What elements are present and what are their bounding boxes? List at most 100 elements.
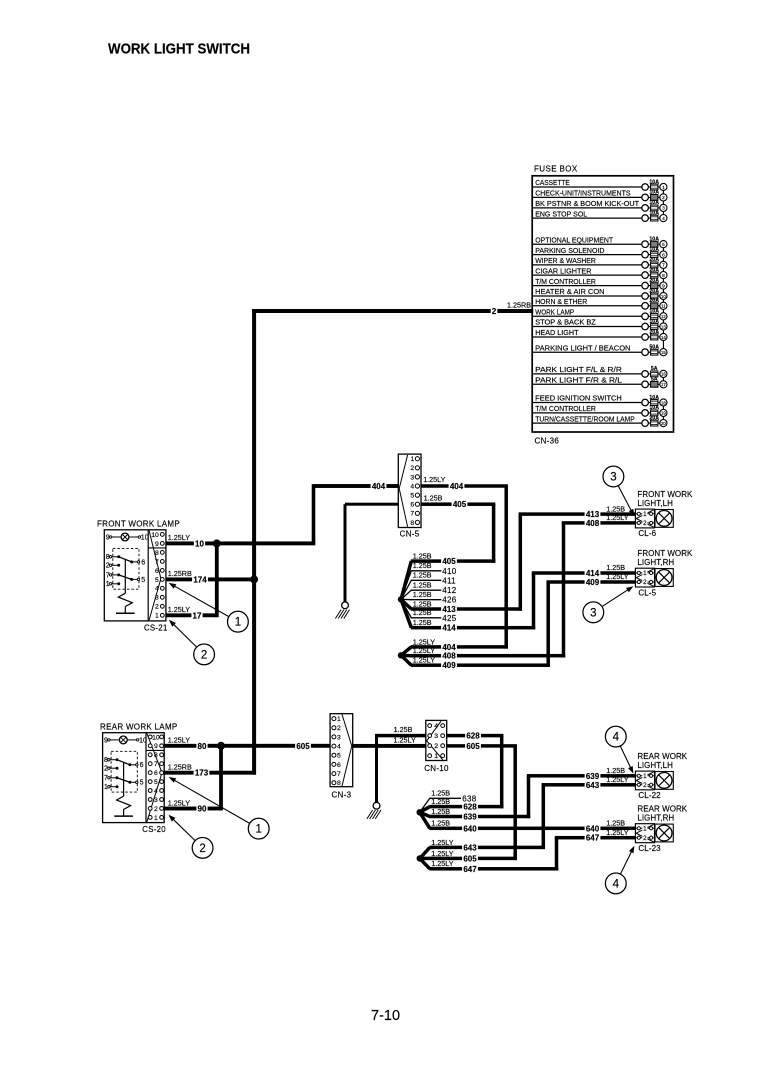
svg-text:6: 6 [140,762,144,769]
svg-text:173: 173 [195,769,209,778]
svg-text:10A: 10A [649,405,659,411]
svg-text:1: 1 [106,581,110,588]
svg-text:2: 2 [155,604,159,611]
svg-text:7-10: 7-10 [371,1008,400,1024]
svg-text:408: 408 [442,652,456,661]
svg-text:412: 412 [442,586,456,595]
svg-text:10A: 10A [649,210,659,216]
svg-text:CASSETTE: CASSETTE [535,178,570,187]
svg-text:2: 2 [201,649,207,661]
svg-text:9: 9 [104,737,108,744]
svg-text:640: 640 [586,824,600,833]
svg-text:2: 2 [643,835,647,842]
svg-text:FRONT WORK: FRONT WORK [637,549,693,558]
svg-text:7: 7 [154,761,158,768]
svg-text:LIGHT,RH: LIGHT,RH [637,558,674,567]
svg-text:409: 409 [442,661,456,670]
svg-text:10: 10 [151,532,159,539]
svg-text:1.25LY: 1.25LY [606,775,628,784]
svg-text:WORK LIGHT SWITCH: WORK LIGHT SWITCH [108,41,250,58]
svg-text:1.25B: 1.25B [413,590,432,599]
svg-text:10A: 10A [649,237,659,243]
svg-text:2: 2 [154,806,158,813]
svg-text:LIGHT,LH: LIGHT,LH [637,499,673,508]
svg-text:90: 90 [198,805,207,814]
svg-text:3: 3 [337,734,341,741]
svg-text:413: 413 [586,510,600,519]
svg-text:1.25B: 1.25B [413,552,432,561]
svg-text:1.25LY: 1.25LY [431,838,453,847]
svg-text:5A: 5A [651,377,658,383]
svg-text:15: 15 [661,350,666,355]
svg-text:10A: 10A [649,200,659,206]
svg-text:6: 6 [662,252,665,258]
svg-text:5A: 5A [651,366,658,372]
svg-text:605: 605 [463,854,477,863]
svg-text:1.25LY: 1.25LY [606,572,628,581]
svg-text:1.25RB: 1.25RB [168,569,192,578]
svg-text:5: 5 [337,753,341,760]
svg-text:20A: 20A [649,415,659,421]
svg-text:425: 425 [442,614,456,623]
svg-text:2: 2 [643,520,647,527]
svg-text:REAR WORK: REAR WORK [637,752,687,761]
svg-text:CN-5: CN-5 [400,530,420,539]
svg-text:6: 6 [337,762,341,769]
svg-text:4: 4 [434,723,438,730]
svg-text:1.25B: 1.25B [413,608,432,617]
svg-text:1.25B: 1.25B [413,581,432,590]
svg-text:405: 405 [453,500,467,509]
svg-text:647: 647 [463,865,477,874]
svg-text:1.25LY: 1.25LY [423,475,445,484]
svg-text:5: 5 [154,779,158,786]
svg-text:8: 8 [410,520,414,527]
svg-text:628: 628 [463,803,477,812]
svg-text:7: 7 [410,511,414,518]
svg-text:REAR WORK: REAR WORK [637,805,687,814]
svg-text:1: 1 [662,185,665,191]
svg-text:639: 639 [463,813,477,822]
svg-text:17: 17 [193,611,202,620]
svg-text:20: 20 [661,421,666,426]
svg-text:10A: 10A [649,395,659,401]
svg-text:9: 9 [155,541,159,548]
svg-text:STOP & BACK BZ: STOP & BACK BZ [535,318,596,327]
svg-text:1.25B: 1.25B [606,766,625,775]
svg-text:3: 3 [590,607,596,619]
svg-text:1.25LY: 1.25LY [413,646,435,655]
svg-text:1.25LY: 1.25LY [168,605,190,614]
svg-text:2: 2 [434,743,438,750]
svg-text:2: 2 [410,465,414,472]
svg-text:414: 414 [586,569,600,578]
svg-text:6: 6 [410,502,414,509]
svg-text:FRONT WORK LAMP: FRONT WORK LAMP [97,519,180,528]
svg-text:10: 10 [152,734,160,741]
svg-text:643: 643 [586,781,600,790]
svg-text:4: 4 [155,586,159,593]
svg-text:1.25B: 1.25B [431,819,450,828]
svg-text:404: 404 [442,643,456,652]
svg-text:HEAD LIGHT: HEAD LIGHT [535,328,579,337]
svg-text:410: 410 [442,567,456,576]
svg-text:1.25LY: 1.25LY [168,533,190,542]
svg-text:411: 411 [442,576,456,585]
svg-text:10A: 10A [649,319,659,325]
svg-text:10A: 10A [649,309,659,315]
svg-text:HEATER & AIR CON: HEATER & AIR CON [535,287,604,296]
svg-text:WORK LAMP: WORK LAMP [535,308,574,317]
svg-text:18: 18 [661,400,666,405]
svg-text:3: 3 [662,206,665,212]
svg-text:1.25RB: 1.25RB [168,763,192,772]
svg-text:2: 2 [199,843,205,855]
svg-text:T/M CONTROLLER: T/M CONTROLLER [535,404,596,413]
svg-text:11: 11 [661,304,666,309]
svg-text:1.25LY: 1.25LY [606,828,628,837]
svg-text:1: 1 [155,613,159,620]
svg-text:2: 2 [643,579,647,586]
svg-text:8: 8 [662,273,665,279]
svg-text:10A: 10A [649,179,659,185]
svg-text:4: 4 [154,788,158,795]
svg-text:FEED IGNITION SWITCH: FEED IGNITION SWITCH [535,394,622,403]
svg-text:CN-3: CN-3 [331,791,351,800]
svg-text:1.25LY: 1.25LY [168,798,190,807]
